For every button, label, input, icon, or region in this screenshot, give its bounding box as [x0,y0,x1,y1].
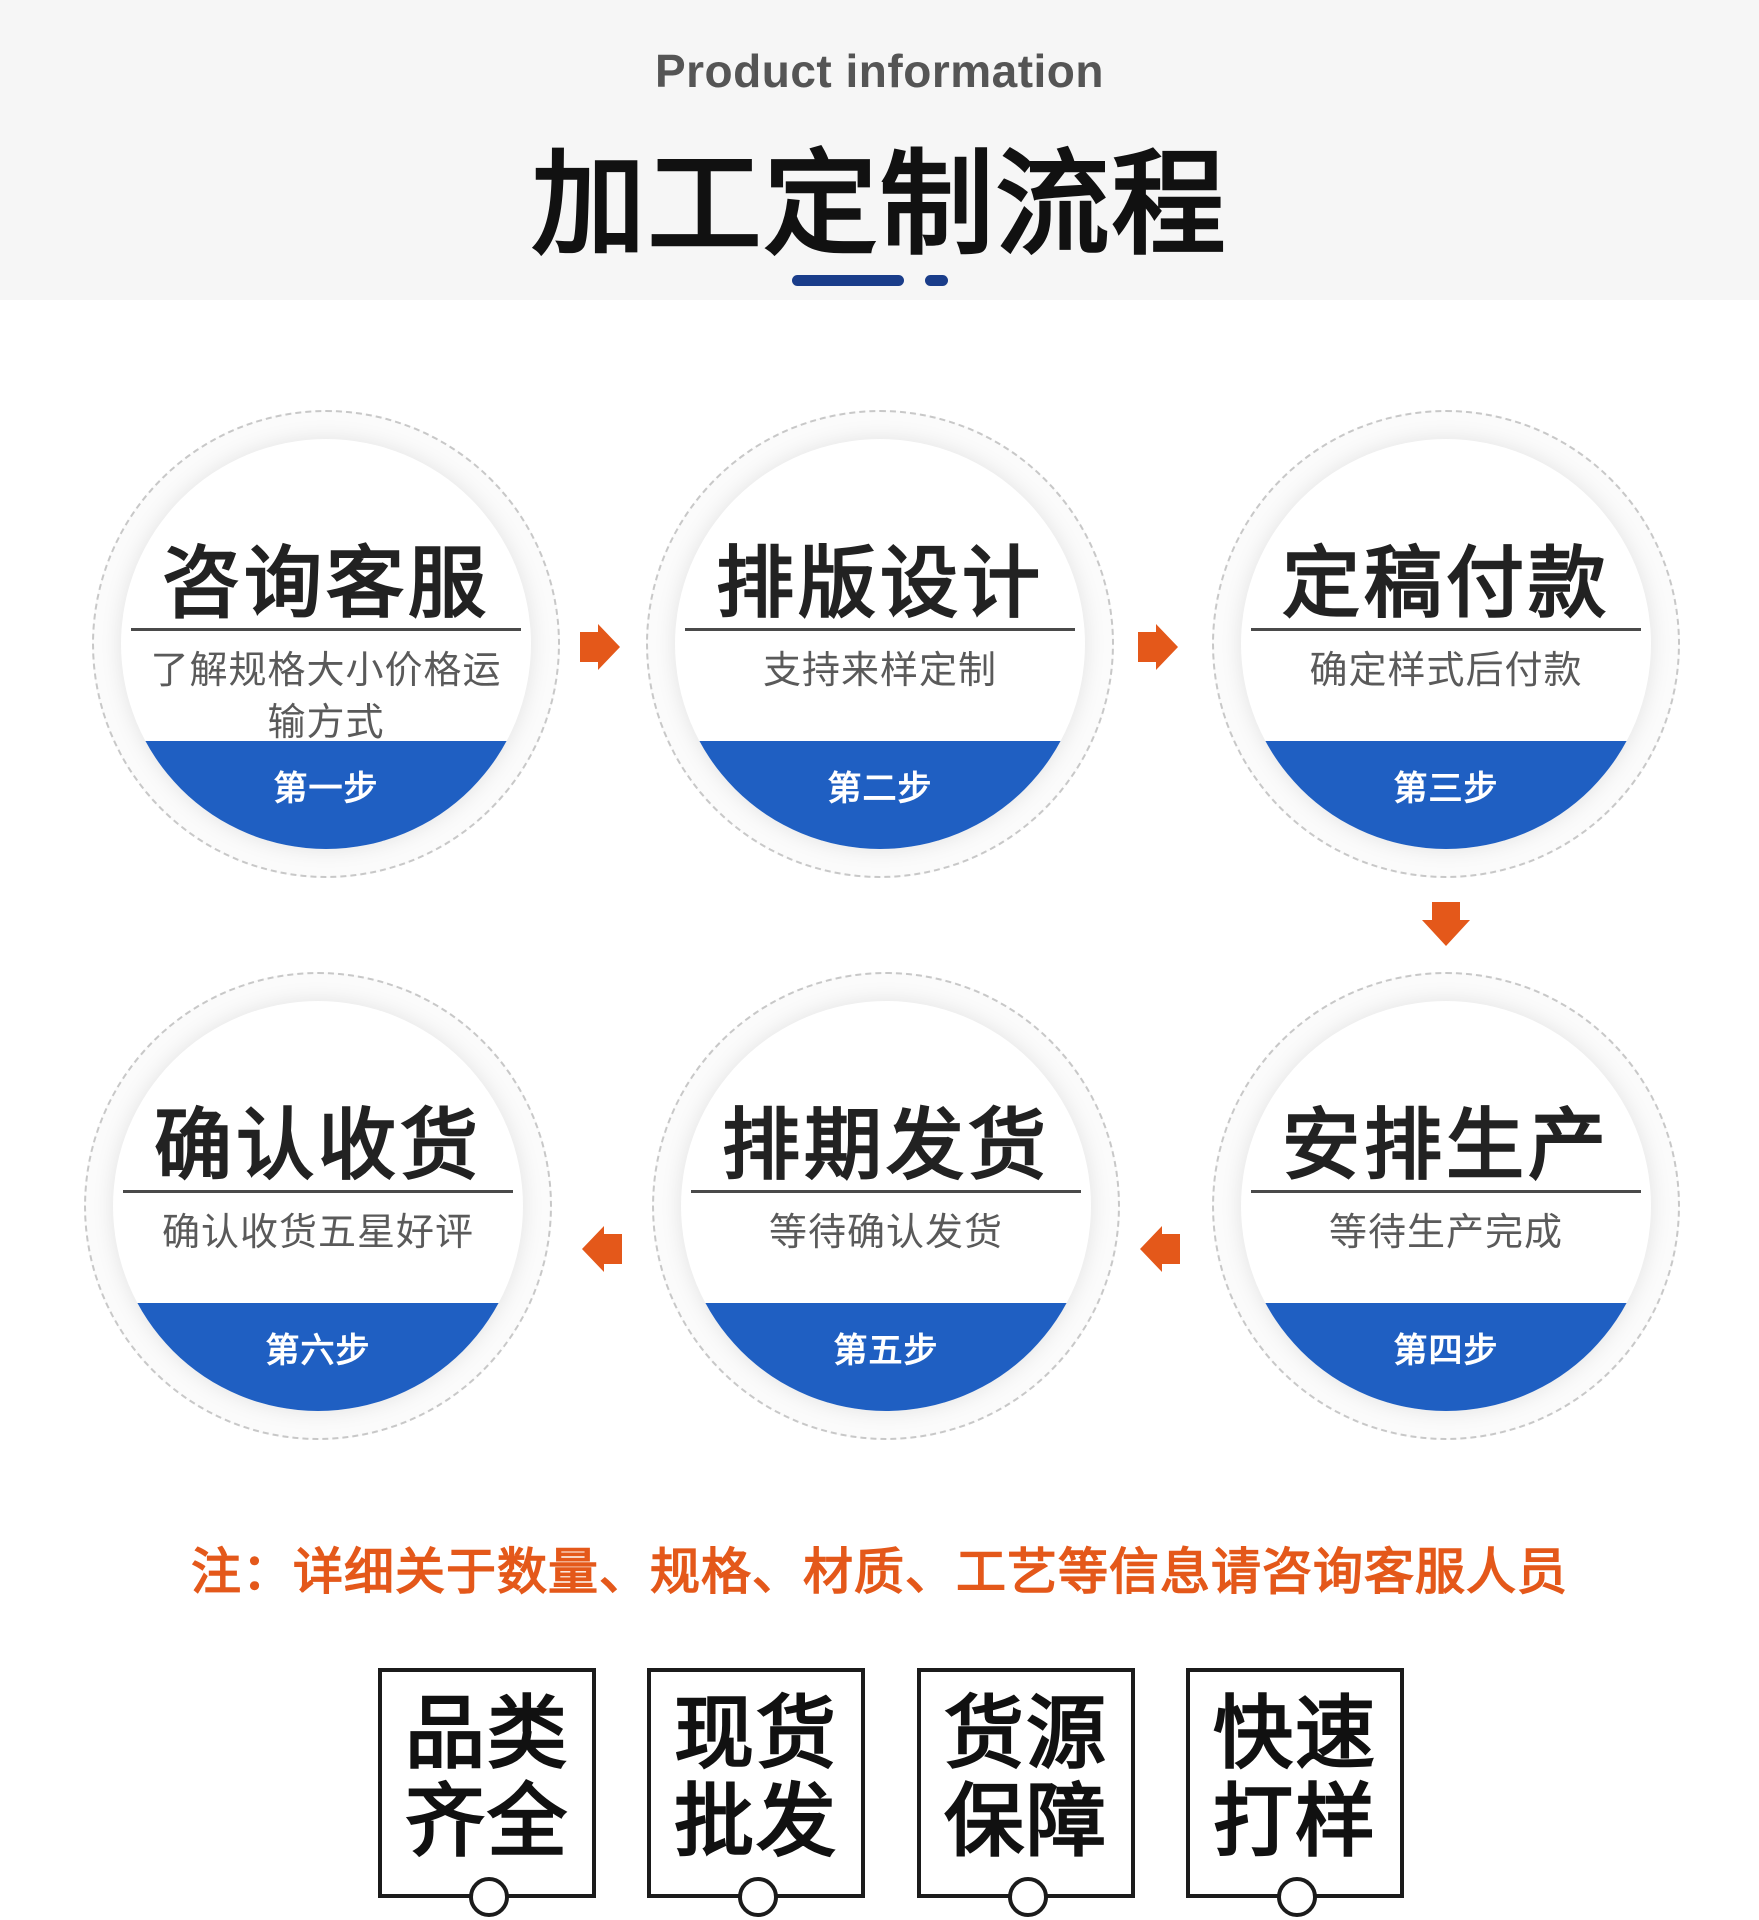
feature-2-text: 现货 批发 [651,1690,861,1866]
step-4-disc: 安排生产 等待生产完成 第四步 [1241,1001,1651,1411]
feature-4-line1: 快速 [1213,1687,1377,1780]
step-1-divider [131,628,521,631]
step-1-disc: 咨询客服 了解规格大小价格运输方式 第一步 [121,439,531,849]
step-4-divider [1251,1190,1641,1193]
feature-2-line1: 现货 [674,1687,838,1780]
step-2-description: 支持来样定制 [762,648,997,692]
step-3-disc: 定稿付款 确定样式后付款 第三步 [1241,439,1651,849]
step-1-description: 了解规格大小价格运输方式 [150,648,502,744]
step-6-band [113,1303,523,1411]
step-2-disc: 排版设计 支持来样定制 第二步 [675,439,1085,849]
feature-3-line1: 货源 [944,1687,1108,1780]
feature-4-text: 快速 打样 [1190,1690,1400,1866]
step-5-band [681,1303,1091,1411]
step-2-divider [685,628,1075,631]
circle-icon [469,1877,509,1917]
feature-3-line2: 保障 [944,1775,1108,1868]
feature-1-text: 品类 齐全 [382,1690,592,1866]
step-5-title: 排期发货 [721,1101,1050,1191]
step-1-title: 咨询客服 [161,539,490,629]
arrow-right-icon [1136,624,1180,670]
feature-box-2: 现货 批发 [647,1668,865,1917]
arrow-left-icon [580,1226,624,1272]
page-subtitle: Product information [654,45,1105,97]
title-underline [792,275,904,286]
step-3-divider [1251,628,1641,631]
step-5-circle: 排期发货 等待确认发货 第五步 [652,972,1120,1440]
feature-box-1: 品类 齐全 [378,1668,596,1917]
feature-2-line2: 批发 [674,1775,838,1868]
step-6-divider [123,1190,513,1193]
step-2-title: 排版设计 [715,539,1044,629]
step-5-label: 第五步 [833,1331,939,1371]
circle-icon [1277,1877,1317,1917]
title-underline-dot [925,275,948,286]
step-6-label: 第六步 [265,1331,371,1371]
note-text: 注：详细关于数量、规格、材质、工艺等信息请咨询客服人员 [191,1543,1568,1601]
step-5-disc: 排期发货 等待确认发货 第五步 [681,1001,1091,1411]
circle-icon [738,1877,778,1917]
step-6-title: 确认收货 [153,1101,482,1191]
step-1-label: 第一步 [273,769,379,809]
feature-1-line1: 品类 [405,1687,569,1780]
step-3-label: 第三步 [1393,769,1499,809]
step-1-band [121,741,531,849]
feature-3-text: 货源 保障 [921,1690,1131,1866]
step-1-circle: 咨询客服 了解规格大小价格运输方式 第一步 [92,410,560,878]
circle-icon [1008,1877,1048,1917]
step-3-title: 定稿付款 [1281,539,1610,629]
step-3-description: 确定样式后付款 [1309,648,1583,692]
step-5-divider [691,1190,1081,1193]
step-4-description: 等待生产完成 [1328,1210,1563,1254]
step-5-description: 等待确认发货 [768,1210,1003,1254]
step-2-band [675,741,1085,849]
step-6-circle: 确认收货 确认收货五星好评 第六步 [84,972,552,1440]
step-6-disc: 确认收货 确认收货五星好评 第六步 [113,1001,523,1411]
step-2-label: 第二步 [827,769,933,809]
step-4-title: 安排生产 [1281,1101,1610,1191]
step-3-circle: 定稿付款 确定样式后付款 第三步 [1212,410,1680,878]
step-3-band [1241,741,1651,849]
step-2-circle: 排版设计 支持来样定制 第二步 [646,410,1114,878]
feature-1-line2: 齐全 [405,1775,569,1868]
step-6-description: 确认收货五星好评 [161,1210,474,1254]
arrow-left-icon [1138,1226,1182,1272]
step-4-label: 第四步 [1393,1331,1499,1371]
arrow-down-icon [1422,902,1470,946]
page-title: 加工定制流程 [531,138,1228,271]
feature-box-4: 快速 打样 [1186,1668,1404,1917]
header-band [0,0,1759,300]
feature-4-line2: 打样 [1213,1775,1377,1868]
step-4-circle: 安排生产 等待生产完成 第四步 [1212,972,1680,1440]
step-4-band [1241,1303,1651,1411]
feature-box-3: 货源 保障 [917,1668,1135,1917]
arrow-right-icon [578,624,622,670]
